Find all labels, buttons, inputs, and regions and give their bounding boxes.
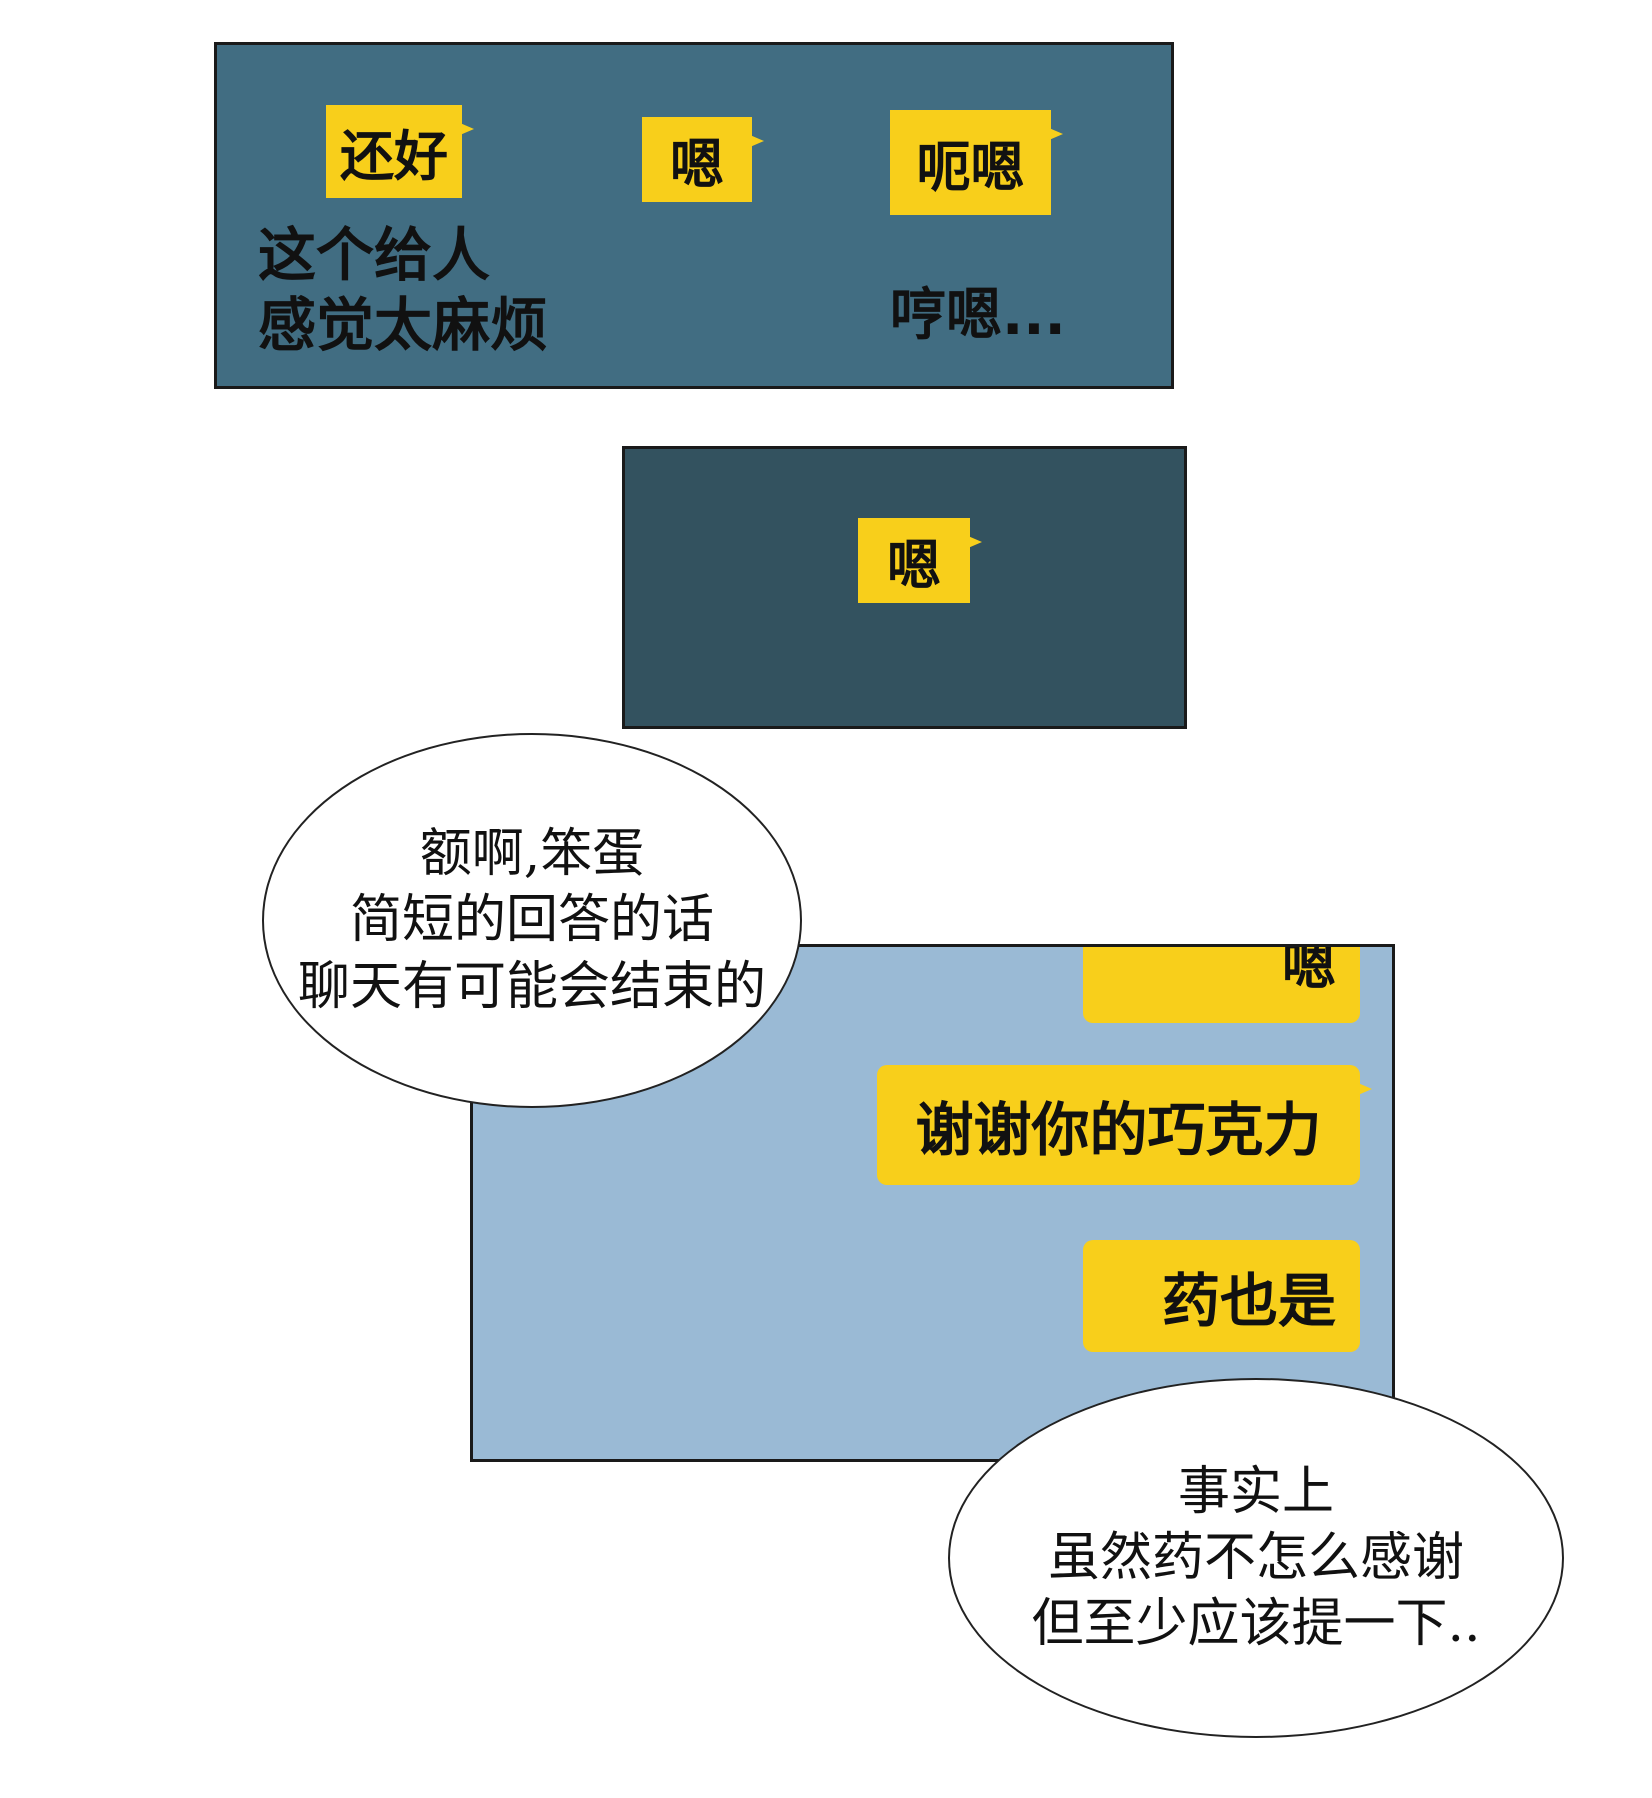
chat-bubble-een: 呃嗯: [890, 110, 1063, 215]
speech-balloon-left: 额啊,笨蛋 简短的回答的话 聊天有可能会结束的: [262, 733, 802, 1108]
speech-right-line-2: 虽然药不怎么感谢: [1047, 1527, 1464, 1588]
chat-bubble-medicine: 药也是: [1083, 1240, 1360, 1352]
speech-left-line-2: 简短的回答的话: [349, 890, 714, 951]
chat-bubble-chocolate: 谢谢你的巧克力: [877, 1065, 1372, 1185]
narration-right: 哼嗯...: [890, 283, 1066, 348]
chat-bubble-en-3: 嗯: [1083, 947, 1360, 1023]
narration-left-line-2: 感觉太麻烦: [258, 290, 549, 359]
speech-right-line-3: 但至少应该提一下..: [1031, 1594, 1481, 1655]
speech-balloon-right: 事实上 虽然药不怎么感谢 但至少应该提一下..: [948, 1378, 1564, 1738]
chat-bubble-en-2: 嗯: [858, 518, 982, 603]
chat-bubble-en-1: 嗯: [642, 117, 764, 202]
narration-left: 这个给人 感觉太麻烦: [258, 221, 548, 360]
speech-left-line-1: 额啊,笨蛋: [419, 824, 645, 885]
chat-panel-3-clip: 嗯: [473, 947, 1392, 1067]
chat-bubble-haihao: 还好: [326, 105, 474, 198]
narration-left-line-1: 这个给人: [258, 221, 491, 289]
speech-right-line-1: 事实上: [1177, 1461, 1334, 1522]
speech-left-line-3: 聊天有可能会结束的: [297, 956, 766, 1017]
chat-panel-1: [214, 42, 1174, 389]
